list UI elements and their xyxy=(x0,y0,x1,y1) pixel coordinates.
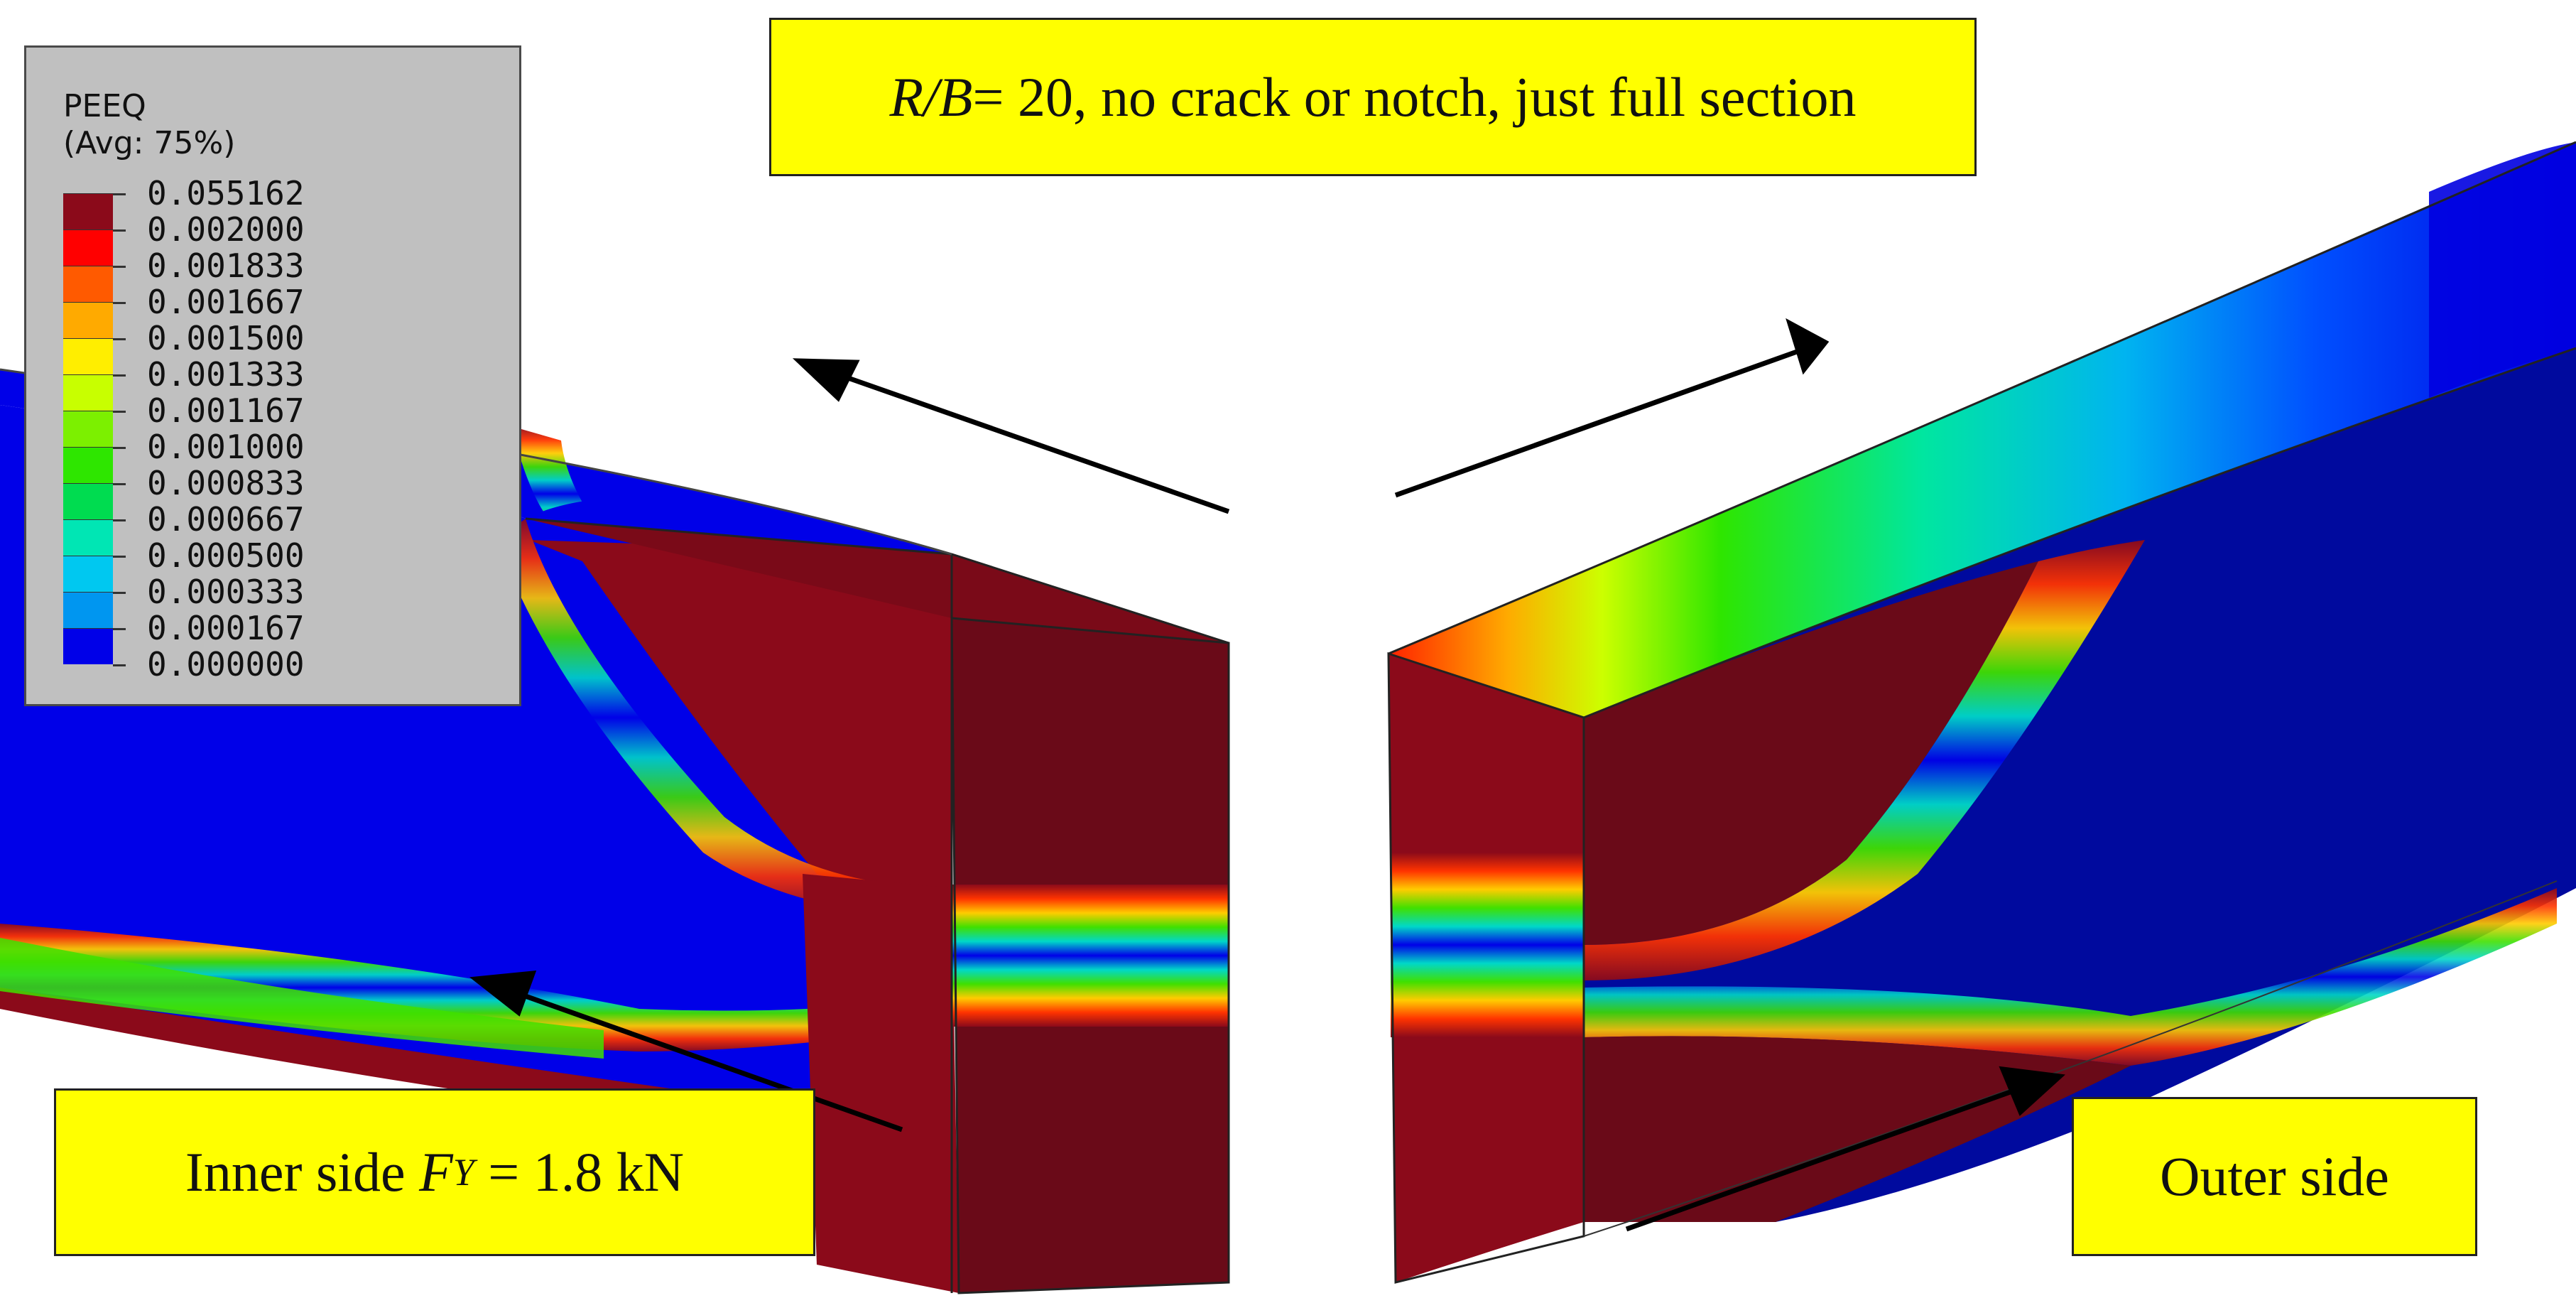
note-outer-text: Outer side xyxy=(2160,1145,2389,1207)
legend-value: 0.000667 xyxy=(147,500,305,539)
left-contour-lower xyxy=(0,924,952,1051)
legend-tick xyxy=(113,302,126,304)
legend-value: 0.001667 xyxy=(147,283,305,321)
legend-value: 0.000500 xyxy=(147,536,305,575)
legend-tick xyxy=(113,229,126,232)
legend-tick xyxy=(113,664,126,666)
legend-swatch xyxy=(63,338,113,374)
legend-value: 0.001167 xyxy=(147,391,305,430)
note-ratio-label: R/B xyxy=(889,65,973,128)
right-end-band xyxy=(1391,853,1584,1037)
legend-entry: 0.055162 xyxy=(63,176,504,229)
legend-variable-name: PEEQ xyxy=(63,88,146,124)
right-contour-lower xyxy=(1584,888,2557,1066)
legend-value: 0.055162 xyxy=(147,174,305,212)
legend-entry: 0.001167 xyxy=(63,394,504,447)
left-end-band xyxy=(952,885,1229,1027)
right-contour-diagonal xyxy=(1584,540,2145,980)
right-plastic-zone xyxy=(1584,561,2038,945)
legend-swatch xyxy=(63,411,113,447)
left-end-block-side xyxy=(803,874,959,1293)
left-plastic-zone xyxy=(529,540,952,895)
legend-entry: 0.001833 xyxy=(63,249,504,302)
left-end-block-top xyxy=(526,519,1229,643)
legend-value: 0.001500 xyxy=(147,319,305,357)
arrow-outer-side xyxy=(1625,1066,2065,1232)
legend-value: 0.001333 xyxy=(147,355,305,394)
note-outer-side: Outer side xyxy=(2072,1097,2477,1256)
left-contour-upper xyxy=(497,519,952,917)
legend-swatch xyxy=(63,628,113,664)
legend-entry: 0.000000 xyxy=(63,647,504,701)
legend-value: 0.000167 xyxy=(147,609,305,647)
legend-tick xyxy=(113,266,126,268)
right-lower-plastic xyxy=(1584,1036,2131,1222)
legend-entry: 0.000833 xyxy=(63,466,504,519)
note-geometry-text: = 20, no crack or notch, just full secti… xyxy=(972,65,1857,128)
legend-swatch xyxy=(63,447,113,483)
legend-value: 0.001833 xyxy=(147,247,305,285)
legend-swatch xyxy=(63,302,113,338)
note-inner-subscript: Y xyxy=(452,1151,474,1194)
legend-swatch xyxy=(63,229,113,266)
right-top-face-blue-end xyxy=(2429,142,2576,398)
note-inner-prefix: Inner side xyxy=(185,1141,420,1203)
legend-tick xyxy=(113,411,126,413)
note-inner-suffix: = 1.8 kN xyxy=(474,1141,685,1203)
legend-entry: 0.000667 xyxy=(63,502,504,556)
legend-swatch xyxy=(63,374,113,411)
legend-value: 0.000333 xyxy=(147,573,305,611)
legend-entry: 0.001333 xyxy=(63,357,504,411)
left-bottom-green xyxy=(0,938,604,1059)
legend-value: 0.002000 xyxy=(147,210,305,249)
legend-swatch xyxy=(63,483,113,519)
legend-tick xyxy=(113,556,126,558)
legend-entry: 0.001500 xyxy=(63,321,504,374)
arrow-upper-right xyxy=(1394,318,1830,498)
legend-swatch xyxy=(63,592,113,628)
legend-tick xyxy=(113,519,126,521)
note-geometry: R/B = 20, no crack or notch, just full s… xyxy=(769,18,1977,176)
legend-tick xyxy=(113,483,126,485)
legend-entry: 0.001667 xyxy=(63,285,504,338)
legend-tick xyxy=(113,338,126,340)
legend-tick xyxy=(113,374,126,377)
legend-swatch xyxy=(63,193,113,229)
legend-averaging: (Avg: 75%) xyxy=(63,125,236,161)
legend-tick xyxy=(113,193,126,195)
legend-entry: 0.002000 xyxy=(63,212,504,266)
legend-entry: 0.000333 xyxy=(63,575,504,628)
legend-swatch xyxy=(63,266,113,302)
legend-swatch xyxy=(63,519,113,556)
legend-value: 0.000833 xyxy=(147,464,305,502)
legend-entry: 0.001000 xyxy=(63,430,504,483)
note-inner-symbol: F xyxy=(419,1141,453,1203)
arrow-inner-side xyxy=(469,970,903,1132)
legend-entry: 0.000500 xyxy=(63,539,504,592)
legend-value: 0.000000 xyxy=(147,645,305,683)
legend-swatch xyxy=(63,556,113,592)
arrow-upper-left xyxy=(792,358,1230,514)
legend-tick xyxy=(113,447,126,449)
legend-tick xyxy=(113,628,126,630)
legend-value: 0.001000 xyxy=(147,428,305,466)
legend-tick xyxy=(113,592,126,594)
right-top-face xyxy=(1388,142,2576,718)
